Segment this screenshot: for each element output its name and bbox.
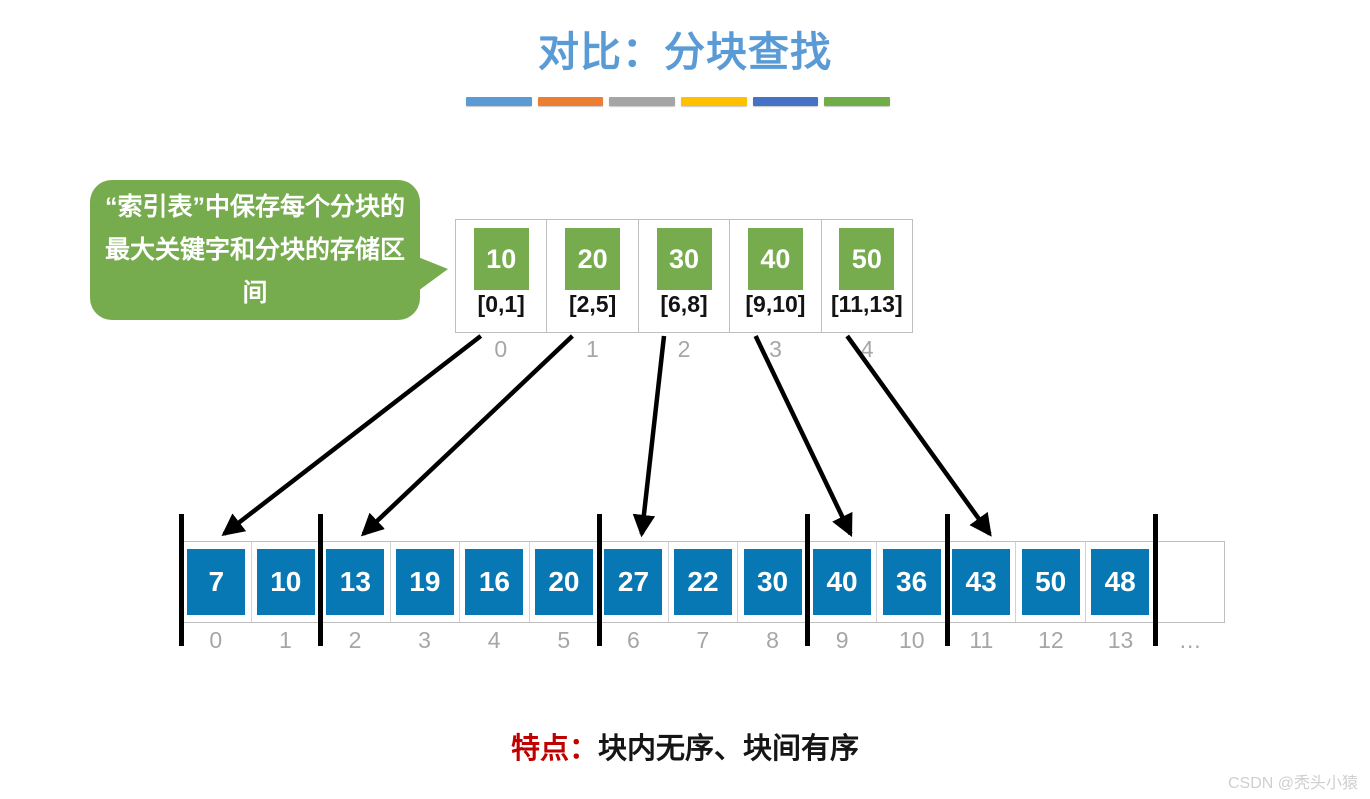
data-array-cell: 27 xyxy=(599,542,669,622)
mapping-arrow-1 xyxy=(360,334,574,537)
data-array-value: 30 xyxy=(743,549,802,615)
block-divider-1 xyxy=(318,514,324,646)
data-array-index-label: 4 xyxy=(487,627,501,653)
index-table-index-label: 0 xyxy=(494,336,508,362)
data-array-value: 7 xyxy=(187,549,246,615)
mapping-arrow-0 xyxy=(221,334,483,537)
data-array-cell: 43 xyxy=(947,542,1017,622)
data-array-index-label: 3 xyxy=(418,627,431,653)
data-array-index-label: 0 xyxy=(209,627,223,653)
data-array-index-label: 6 xyxy=(626,627,640,653)
data-array-index-label: 12 xyxy=(1038,627,1064,653)
index-table-callout: “索引表”中保存每个分块的最大关键字和分块的存储区间 xyxy=(90,180,420,320)
callout-tail-icon xyxy=(418,257,448,291)
watermark: CSDN @秃头小猿 xyxy=(1227,775,1358,792)
data-array-cell: 7 xyxy=(182,542,252,622)
data-array-value: 27 xyxy=(604,549,663,615)
data-array-index-label: … xyxy=(1178,627,1202,653)
mapping-arrow-3 xyxy=(753,335,853,538)
data-array-index-label: 9 xyxy=(835,627,849,653)
index-table-cell: 40[9,10] xyxy=(730,220,822,332)
data-array-cell: 20 xyxy=(530,542,600,622)
data-array-value: 13 xyxy=(326,549,385,615)
page-title: 对比：分块查找 xyxy=(538,29,832,75)
index-table-range: [11,13] xyxy=(831,291,903,317)
data-array-index-label: 10 xyxy=(898,627,925,653)
data-array-cell: 30 xyxy=(738,542,808,622)
data-array-cell: 50 xyxy=(1016,542,1086,622)
data-array-cell: 10 xyxy=(252,542,322,622)
index-table-range: [9,10] xyxy=(745,291,806,317)
title-rule-segment-3 xyxy=(681,97,747,106)
index-table-index-row: 0 1 2 3 4 xyxy=(455,336,913,362)
data-array-cell: 40 xyxy=(808,542,878,622)
index-table-index-label: 3 xyxy=(769,336,782,362)
block-divider-2 xyxy=(596,514,602,646)
data-array-index-label: 7 xyxy=(696,627,710,653)
title-rule-segment-5 xyxy=(824,97,891,106)
title-rule-segment-4 xyxy=(752,97,819,106)
data-array-value: 20 xyxy=(534,549,593,615)
data-array-index-label: 13 xyxy=(1107,627,1134,653)
data-array-cell: 16 xyxy=(460,542,530,622)
index-table-cell: 50[11,13] xyxy=(822,220,912,332)
mapping-arrow-4 xyxy=(845,334,992,537)
index-table-cell: 20[2,5] xyxy=(547,220,639,332)
data-array-cell: 36 xyxy=(877,542,947,622)
data-array-cell: 48 xyxy=(1086,542,1156,622)
data-array-value: 22 xyxy=(673,549,732,615)
block-divider-4 xyxy=(944,514,950,646)
block-divider-0 xyxy=(179,514,184,646)
data-array-index-label: 11 xyxy=(969,627,994,653)
title-underline-rule xyxy=(466,97,891,106)
data-array-index-label: 1 xyxy=(278,627,292,653)
data-array-value: 10 xyxy=(256,549,315,615)
index-table-key: 30 xyxy=(656,228,712,290)
data-array-value: 48 xyxy=(1091,549,1150,615)
footer-note: 特点：块内无序、块间有序 xyxy=(0,725,1370,767)
index-table-range: [2,5] xyxy=(568,291,617,317)
data-array-value: 50 xyxy=(1021,549,1080,615)
title-rule-segment-2 xyxy=(609,97,676,106)
index-table-callout-text: “索引表”中保存每个分块的最大关键字和分块的存储区间 xyxy=(104,192,405,307)
index-table-index-label: 2 xyxy=(677,336,691,362)
title-rule-segment-0 xyxy=(466,97,532,106)
index-table-range: [0,1] xyxy=(477,291,525,317)
index-table-cell: 10[0,1] xyxy=(456,220,548,332)
footer-note-body: 块内无序、块间有序 xyxy=(598,733,860,765)
data-array-value: 43 xyxy=(952,549,1011,615)
data-array-value: 36 xyxy=(882,549,941,615)
index-table-cell: 30[6,8] xyxy=(639,220,731,332)
title-rule-segment-1 xyxy=(537,97,604,106)
index-table-range: [6,8] xyxy=(660,291,708,317)
block-divider-3 xyxy=(805,514,811,646)
data-array-value: 19 xyxy=(395,549,454,615)
index-table-key: 20 xyxy=(565,228,621,290)
index-table-index-label: 1 xyxy=(585,336,599,362)
data-array-value: 40 xyxy=(813,549,872,615)
block-divider-5 xyxy=(1153,514,1159,646)
data-array-index-label: 8 xyxy=(766,627,779,653)
data-array-cell xyxy=(1155,542,1224,622)
footer-note-label: 特点： xyxy=(510,733,598,765)
index-table-key: 10 xyxy=(473,228,529,290)
index-table-key: 40 xyxy=(747,228,803,290)
mapping-arrow-2 xyxy=(632,335,667,538)
data-array-value: 16 xyxy=(465,549,524,615)
data-array-cell: 22 xyxy=(669,542,739,622)
data-array-index-label: 2 xyxy=(348,627,362,653)
data-array-cell: 19 xyxy=(391,542,461,622)
data-array-index-label: 5 xyxy=(557,627,571,653)
data-array-cell: 13 xyxy=(321,542,391,622)
index-table: 10[0,1]20[2,5]30[6,8]40[9,10]50[11,13] xyxy=(455,219,913,333)
index-table-index-label: 4 xyxy=(860,336,874,362)
index-table-key: 50 xyxy=(839,228,895,290)
